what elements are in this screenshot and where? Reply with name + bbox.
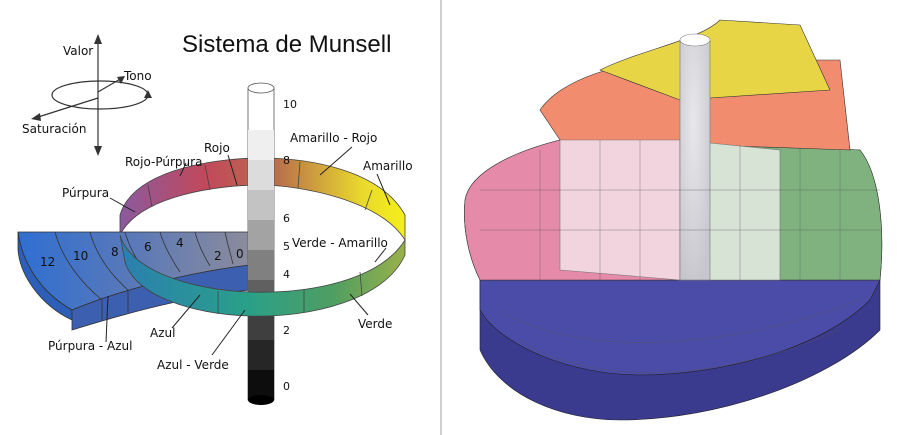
chroma-step-label: 0	[236, 247, 244, 261]
hue-label: Púrpura	[62, 186, 109, 200]
value-tick-label: 2	[283, 324, 290, 337]
hue-ring-front	[119, 234, 406, 317]
chroma-step-labels: 12 10 8 6 4 2 0	[40, 236, 244, 269]
hue-label: Rojo	[204, 141, 230, 155]
chroma-step-label: 4	[176, 236, 184, 250]
value-tick-label: 4	[283, 268, 290, 281]
value-tick-label: 8	[283, 154, 290, 167]
hue-label: Azul - Verde	[157, 358, 229, 372]
hue-label: Verde	[358, 317, 392, 331]
chroma-step-label: 2	[214, 249, 222, 263]
hue-label: Amarillo - Rojo	[290, 131, 377, 145]
axis-label-chroma: Saturación	[22, 122, 86, 136]
chroma-step-label: 6	[144, 240, 152, 254]
munsell-solid-illustration	[464, 19, 883, 421]
diagram-title: Sistema de Munsell	[182, 31, 391, 58]
axis-label-hue: Tono	[123, 69, 152, 83]
chroma-wedge	[17, 231, 251, 331]
value-tick-label: 5	[283, 240, 290, 253]
value-tick-labels: 10 8 6 5 4 2 0	[283, 98, 297, 393]
hue-label: Azul	[150, 326, 175, 340]
chroma-step-label: 12	[40, 255, 55, 269]
value-tick-label: 10	[283, 98, 297, 111]
hue-leader-lines	[105, 146, 391, 356]
hue-label: Amarillo	[363, 159, 413, 173]
hue-label: Verde - Amarillo	[292, 236, 388, 250]
hue-label: Rojo-Púrpura	[125, 155, 202, 169]
munsell-diagram: Sistema de Munsell Valor Tono Saturación	[17, 31, 413, 405]
value-column	[247, 82, 275, 405]
axes-indicator: Valor Tono Saturación	[22, 34, 152, 156]
value-tick-label: 6	[283, 212, 290, 225]
chroma-step-label: 8	[111, 245, 119, 259]
axis-label-value: Valor	[63, 44, 93, 58]
hue-ring-back-dividers	[147, 161, 373, 211]
value-tick-label: 0	[283, 380, 290, 393]
hue-ring-back	[119, 157, 406, 242]
hue-label: Púrpura - Azul	[48, 339, 132, 353]
chroma-step-label: 10	[73, 249, 88, 263]
hue-labels: Rojo Amarillo - Rojo Amarillo Verde - Am…	[48, 131, 413, 372]
hue-ring-front-dividers	[217, 271, 363, 314]
